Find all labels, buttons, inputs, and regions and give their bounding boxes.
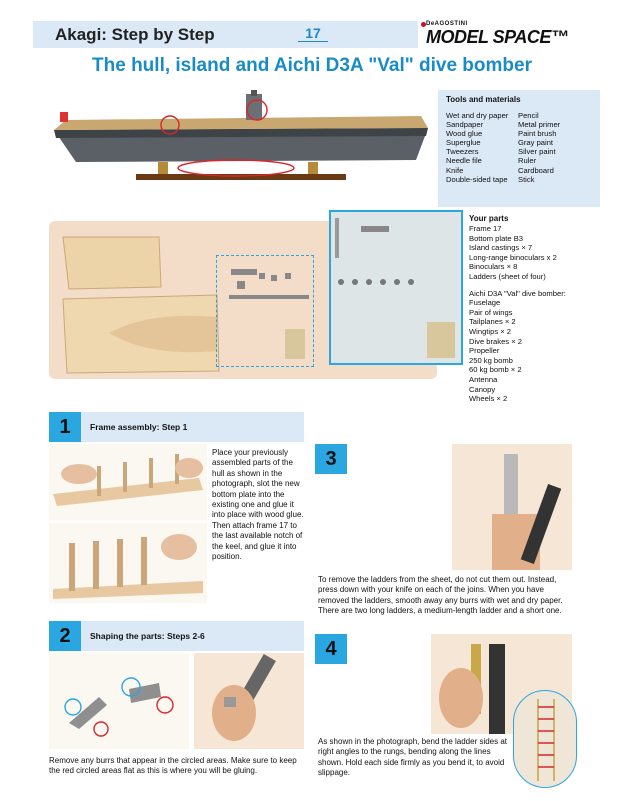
part-item: Wheels × 2 (469, 394, 508, 404)
parts-zoom-inset (329, 210, 463, 365)
tool-item: Knife (446, 165, 464, 175)
step-1-text: Place your previously assembled parts of… (212, 448, 304, 562)
step-1-header (49, 412, 304, 442)
part-item: Long-range binoculars x 2 (469, 252, 557, 262)
tool-item: Wet and dry paper (446, 111, 509, 120)
page-title: The hull, island and Aichi D3A "Val" div… (92, 55, 532, 76)
tool-item: Tweezers (446, 147, 479, 157)
step-3-photo-b (452, 444, 572, 570)
step-2-number: 2 (49, 621, 81, 651)
dive-bomber-heading: Aichi D3A "Val" dive bomber: (469, 288, 566, 298)
tool-item: Double-sided tape (446, 174, 508, 184)
zoom-indicator (216, 255, 314, 367)
step-1-number: 1 (49, 412, 81, 442)
step-3-text: To remove the ladders from the sheet, do… (318, 575, 563, 616)
step-1-photo-b (49, 523, 207, 603)
tool-item: Ruler (518, 156, 537, 166)
part-item: Fuselage (469, 298, 501, 308)
part-item: Pair of wings (469, 307, 513, 317)
part-item: Canopy (469, 384, 496, 394)
part-item: 250 kg bomb (469, 355, 513, 365)
ship-model-photo (46, 90, 438, 194)
tool-item: Pencil (518, 111, 539, 120)
step-2-title: Shaping the parts: Steps 2-6 (90, 631, 205, 641)
step-4-number: 4 (315, 634, 347, 664)
part-item: Bottom plate B3 (469, 233, 524, 243)
parts-list: Your parts Frame 17 Bottom plate B3 Isla… (469, 214, 609, 404)
tool-item: Gray paint (518, 138, 554, 148)
part-item: 60 kg bomb × 2 (469, 365, 522, 375)
brand-main: MODEL SPACE™ (426, 27, 569, 47)
tool-item: Metal primer (518, 120, 561, 130)
brand-mark-icon (421, 22, 426, 27)
step-3-number: 3 (315, 444, 347, 474)
parts-heading: Your parts (469, 214, 509, 223)
part-item: Wingtips × 2 (469, 326, 511, 336)
part-item: Antenna (469, 374, 498, 384)
tool-item: Cardboard (518, 165, 554, 175)
series-title: Akagi: Step by Step (55, 25, 215, 44)
step-2-text: Remove any burrs that appear in the circ… (49, 756, 297, 776)
tool-item: Paint brush (518, 129, 557, 139)
tools-heading: Tools and materials (446, 95, 521, 104)
step-4-detail-inset (513, 690, 577, 788)
part-item: Frame 17 (469, 224, 502, 233)
step-4-text: As shown in the photograph, bend the lad… (318, 737, 508, 778)
tools-list: Wet and dry paper Pencil Sandpaper Metal… (446, 111, 592, 184)
part-item: Island castings × 7 (469, 243, 533, 253)
tools-and-materials: Tools and materials Wet and dry paper Pe… (438, 90, 600, 207)
part-item: Dive brakes × 2 (469, 336, 522, 346)
brand-top: DeAGOSTINI (426, 21, 468, 27)
step-2-photo-a (49, 653, 189, 749)
tool-item: Wood glue (446, 129, 483, 139)
part-item: Tailplanes × 2 (469, 317, 516, 327)
step-2-photo-b (194, 653, 304, 749)
tool-item: Sandpaper (446, 120, 484, 130)
part-item: Ladders (sheet of four) (469, 271, 546, 281)
part-item: Binoculars × 8 (469, 262, 518, 272)
part-item: Propeller (469, 346, 500, 356)
step-1-photo-a (49, 444, 207, 520)
brand-logo: DeAGOSTINI MODEL SPACE™ (418, 20, 602, 48)
tool-item: Stick (518, 174, 535, 184)
tool-item: Superglue (446, 138, 481, 148)
tool-item: Silver paint (518, 147, 556, 157)
issue-number: 17 (298, 25, 328, 42)
step-1-title: Frame assembly: Step 1 (90, 422, 188, 432)
tool-item: Needle file (446, 156, 482, 166)
step-2-header (49, 621, 304, 651)
